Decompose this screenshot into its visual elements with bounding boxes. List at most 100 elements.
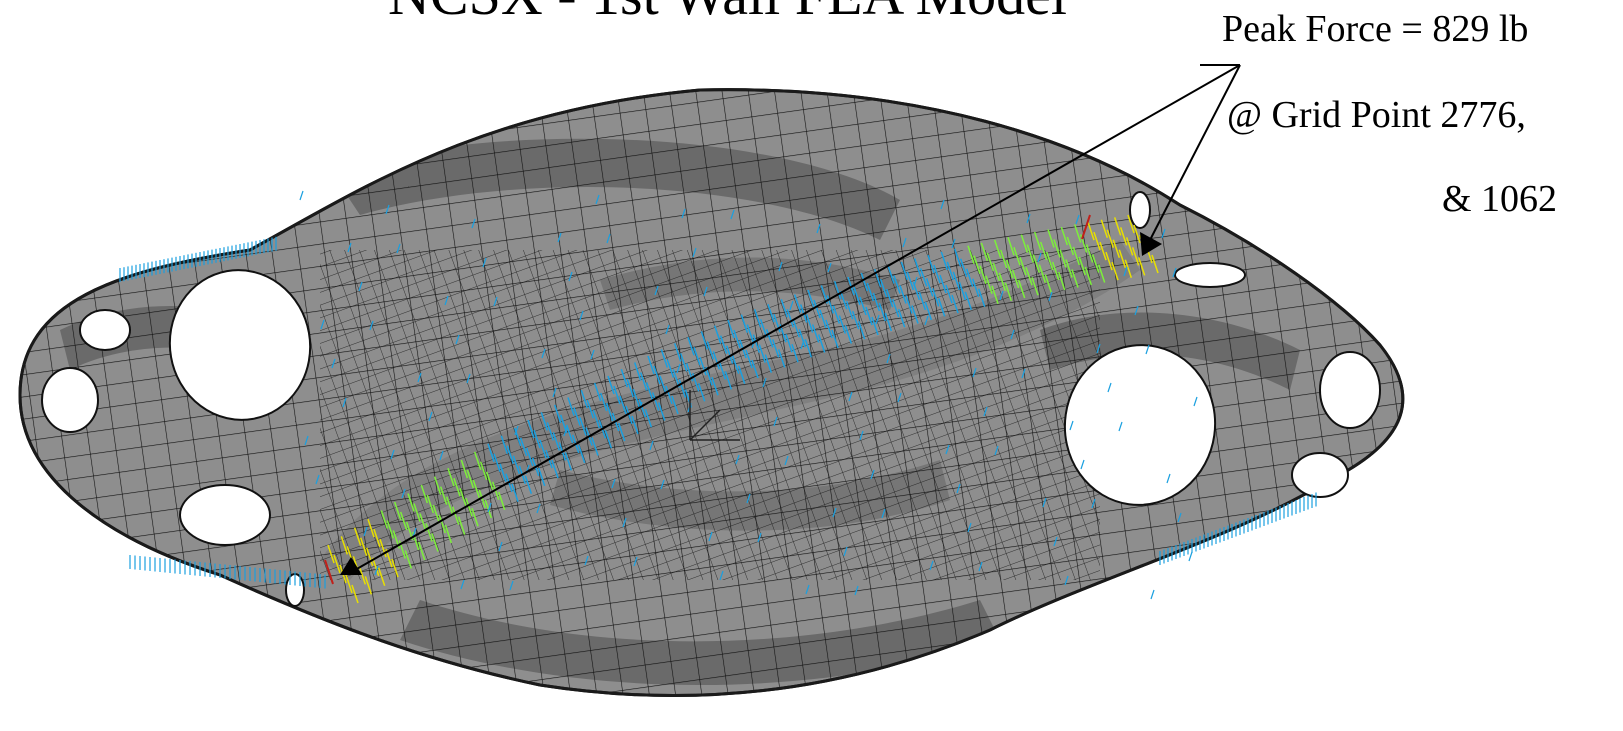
force-vector	[417, 372, 422, 383]
force-vector	[927, 254, 935, 274]
force-vector	[1053, 536, 1058, 547]
force-vector	[676, 363, 681, 374]
force-vector	[379, 538, 387, 558]
force-vector	[371, 557, 380, 576]
force-vector	[617, 422, 626, 442]
force-vector	[579, 417, 587, 436]
force-vectors	[119, 190, 1317, 604]
force-vector	[940, 251, 949, 271]
force-vector	[577, 444, 586, 464]
force-vector	[986, 252, 995, 272]
force-vector	[459, 488, 467, 507]
callout-peak-force: Peak Force = 829 lb	[1222, 8, 1529, 50]
force-vector	[831, 329, 839, 349]
force-vector	[1013, 247, 1021, 266]
force-vector	[563, 426, 568, 437]
force-vector	[401, 488, 406, 499]
force-vector	[897, 392, 902, 403]
force-vector	[632, 388, 641, 408]
force-vector	[1078, 256, 1087, 276]
force-vector	[817, 334, 826, 353]
force-vector	[859, 296, 867, 316]
force-vector	[832, 305, 841, 324]
force-vector	[730, 209, 735, 220]
force-vector	[838, 315, 847, 334]
force-vector	[299, 190, 304, 201]
force-vector	[1080, 459, 1085, 470]
force-vector	[1039, 241, 1048, 261]
force-vector	[800, 339, 805, 350]
force-vector	[999, 249, 1008, 269]
force-vector	[793, 294, 802, 313]
force-vector	[999, 290, 1004, 301]
force-vector	[1177, 512, 1182, 523]
force-vector	[719, 570, 724, 581]
force-vector	[347, 242, 352, 253]
force-vector	[737, 365, 746, 384]
force-vector	[778, 261, 783, 272]
force-vector	[679, 353, 688, 372]
force-vector	[519, 437, 528, 457]
force-vector	[751, 359, 759, 379]
force-vector	[591, 437, 599, 456]
force-vector	[373, 528, 381, 548]
force-vector	[875, 314, 880, 325]
force-vector	[552, 432, 561, 451]
force-vector	[604, 429, 613, 449]
force-vector	[905, 295, 913, 314]
force-vector	[789, 300, 794, 311]
force-vector	[455, 334, 460, 345]
force-vector	[791, 344, 799, 363]
callout-grid-point: @ Grid Point 2776,	[1227, 94, 1526, 136]
force-vector	[453, 478, 461, 497]
force-vector	[866, 282, 875, 302]
force-vector	[826, 295, 835, 314]
port-hole-left-bottom	[179, 484, 271, 546]
force-vector	[740, 314, 749, 333]
force-vector	[647, 355, 655, 375]
force-vector	[1066, 236, 1075, 256]
force-vector	[735, 454, 740, 465]
force-vector	[977, 288, 986, 307]
force-vector	[512, 455, 521, 474]
force-vector	[1038, 264, 1047, 283]
force-vector	[827, 262, 832, 273]
force-vector	[451, 506, 460, 525]
force-vector	[471, 508, 479, 527]
force-vector	[493, 296, 498, 307]
force-vector	[626, 378, 635, 398]
force-vector	[471, 218, 476, 229]
force-vector	[1007, 237, 1015, 256]
force-vector	[1019, 257, 1027, 276]
force-vector	[1150, 589, 1155, 600]
force-vector	[1011, 269, 1020, 289]
force-vector	[497, 491, 506, 511]
force-vector	[499, 463, 507, 482]
force-vector	[622, 517, 627, 528]
force-vector	[1044, 274, 1053, 293]
force-vector	[444, 295, 449, 306]
force-vector	[780, 299, 789, 318]
force-vector	[1084, 266, 1093, 286]
force-vector	[1042, 497, 1047, 508]
force-vector	[1071, 269, 1079, 288]
force-vector	[345, 574, 353, 594]
force-vector	[1021, 368, 1026, 379]
force-vector	[765, 329, 774, 348]
force-vector	[665, 385, 673, 405]
force-vector	[606, 233, 611, 244]
force-vector	[514, 425, 519, 436]
force-vector	[396, 243, 401, 254]
force-vector	[1075, 214, 1080, 225]
port-hole-right-large	[1063, 344, 1217, 506]
force-vector	[978, 561, 983, 572]
force-vector	[805, 314, 814, 333]
force-vector	[631, 415, 639, 435]
force-vector	[553, 404, 562, 424]
force-vector	[833, 280, 842, 300]
force-vector	[785, 334, 793, 353]
force-vector	[902, 237, 907, 248]
force-vector	[753, 309, 762, 328]
force-vector	[1057, 271, 1066, 291]
force-vector	[645, 382, 654, 401]
